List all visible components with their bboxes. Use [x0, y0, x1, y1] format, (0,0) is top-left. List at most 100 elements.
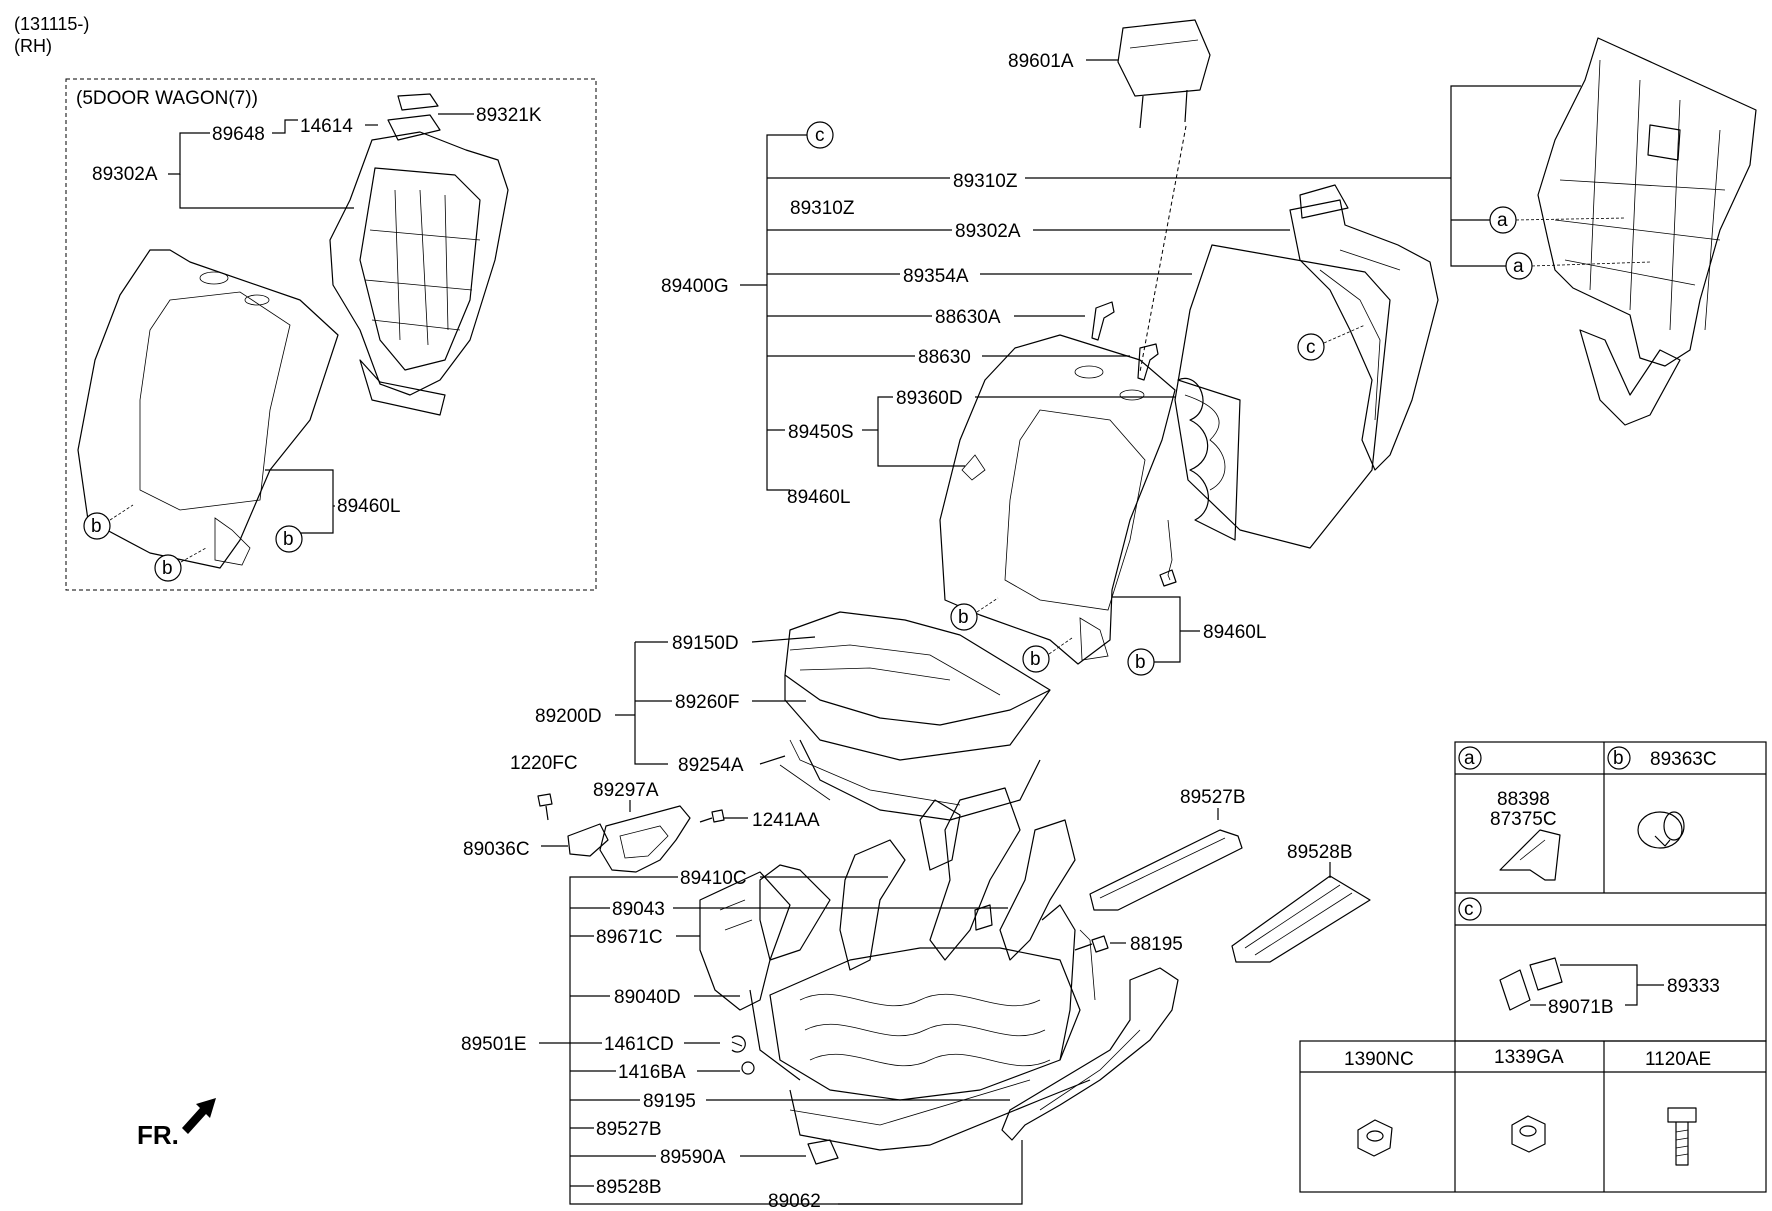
label-88195: 88195: [1130, 934, 1183, 955]
label-89302A: 89302A: [955, 221, 1021, 242]
label-89254A: 89254A: [678, 755, 744, 776]
headrest: [1117, 19, 1211, 129]
svg-text:c: c: [1306, 337, 1316, 358]
legend-table: [1299, 741, 1767, 1193]
legend-c-part-89333: 89333: [1667, 976, 1720, 997]
label-89527B-top: 89527B: [1180, 787, 1246, 808]
svg-text:b: b: [283, 529, 294, 550]
inset-seatback-cover: [77, 249, 339, 569]
label-89527B-bottom: 89527B: [596, 1119, 662, 1140]
label-89590A: 89590A: [660, 1147, 726, 1168]
label-1461CD: 1461CD: [604, 1034, 674, 1055]
clip-1461CD: [731, 1035, 746, 1053]
svg-text:b: b: [1613, 748, 1624, 769]
cap-89590A: [807, 1139, 839, 1165]
front-indicator: FR.: [137, 1120, 179, 1150]
legend-c-part-89071B: 89071B: [1548, 997, 1614, 1018]
label-89297A: 89297A: [593, 780, 659, 801]
bolt-1220FC: [537, 793, 553, 821]
label-14614: 14614: [300, 116, 353, 137]
bolt-88195: [1074, 935, 1109, 953]
side-code: (RH): [14, 36, 52, 56]
callout-c-frame: c: [1297, 324, 1366, 361]
label-89200D: 89200D: [535, 706, 602, 727]
legend-part-1390NC: 1390NC: [1344, 1049, 1414, 1070]
label-88630A: 88630A: [935, 307, 1001, 328]
legend-a-badge: a: [1458, 746, 1482, 770]
callout-b-2: b: [1022, 637, 1073, 673]
label-89460L-inset: 89460L: [337, 496, 400, 517]
bolt-1120AE-icon: [1667, 1107, 1697, 1166]
seatback-frame: [1177, 184, 1439, 541]
label-1241AA: 1241AA: [752, 810, 820, 831]
bolt-1241AA: [699, 809, 725, 823]
label-89062: 89062: [768, 1191, 821, 1211]
outer-side-cover-89062: [1001, 967, 1179, 1141]
label-89528B-bottom: 89528B: [596, 1177, 662, 1198]
svg-text:a: a: [1497, 210, 1508, 231]
legend-c-badge: c: [1458, 897, 1482, 921]
label-89528B-top: 89528B: [1287, 842, 1353, 863]
svg-text:b: b: [958, 607, 969, 628]
callout-b-inset-1: b: [83, 504, 134, 540]
seatback-cover: [939, 334, 1176, 665]
label-89040D: 89040D: [614, 987, 681, 1008]
label-89601A: 89601A: [1008, 51, 1074, 72]
callout-c-top: c: [806, 121, 834, 149]
svg-text:b: b: [1135, 652, 1146, 673]
label-89501E: 89501E: [461, 1034, 527, 1055]
seatback-wire: [1159, 519, 1177, 587]
seat-cushion: [779, 611, 1051, 821]
label-89671C: 89671C: [596, 927, 663, 948]
legend-a-clip-icon: [1499, 829, 1561, 881]
label-89195: 89195: [643, 1091, 696, 1112]
inset-box: [65, 78, 597, 591]
inset-seatback-frame: [329, 93, 509, 416]
svg-text:c: c: [815, 125, 825, 146]
seat-frame-assembly: [749, 787, 1096, 1151]
pin-88630A: [1091, 301, 1115, 341]
label-89036C: 89036C: [463, 839, 530, 860]
label-1416BA: 1416BA: [618, 1062, 686, 1083]
date-code: (131115-): [14, 14, 89, 34]
clip-nut-1390NC-icon: [1357, 1119, 1393, 1157]
front-arrow-icon: [182, 1098, 216, 1134]
legend-b-fastener-icon: [1637, 811, 1685, 849]
svg-text:b: b: [91, 516, 102, 537]
svg-text:b: b: [1030, 649, 1041, 670]
label-89460L-b: 89460L: [1203, 622, 1266, 643]
rail-cover-89527B: [1089, 829, 1243, 911]
svg-text:a: a: [1513, 256, 1524, 277]
legend-c-switch-icon: [1499, 957, 1563, 1011]
legend-part-1120AE: 1120AE: [1645, 1049, 1711, 1070]
label-89310Z: 89310Z: [790, 198, 855, 219]
seatback-pad: [1174, 244, 1391, 549]
rail-cover-89528B: [1231, 875, 1371, 963]
inset-title: (5DOOR WAGON(7)): [76, 88, 258, 109]
label-89310Z-main: 89310Z: [953, 171, 1018, 192]
label-89410C: 89410C: [680, 868, 747, 889]
label-89450S: 89450S: [788, 422, 854, 443]
legend-b-badge: b: [1607, 746, 1631, 770]
svg-text:c: c: [1464, 899, 1474, 920]
legend-part-1339GA: 1339GA: [1494, 1047, 1564, 1068]
pin-88630: [1137, 343, 1159, 381]
label-89360D: 89360D: [896, 388, 963, 409]
svg-text:a: a: [1464, 748, 1475, 769]
label-89321K: 89321K: [476, 105, 542, 126]
callout-a-2: a: [1505, 252, 1651, 280]
hex-nut-1339GA-icon: [1511, 1115, 1546, 1153]
seat-side-panel-89040D: [699, 871, 791, 1011]
callout-b-1: b: [950, 597, 999, 631]
callout-b-inset-2: b: [154, 547, 207, 582]
legend-a-part-88398: 88398: [1497, 789, 1550, 810]
callout-a-1: a: [1489, 206, 1626, 234]
label-89043: 89043: [612, 899, 665, 920]
cap-89036C: [567, 823, 609, 857]
callout-b-3: b: [1127, 648, 1155, 676]
svg-text:b: b: [162, 558, 173, 579]
label-89648: 89648: [212, 124, 265, 145]
label-89150D: 89150D: [672, 633, 739, 654]
label-89302A-inset: 89302A: [92, 164, 158, 185]
